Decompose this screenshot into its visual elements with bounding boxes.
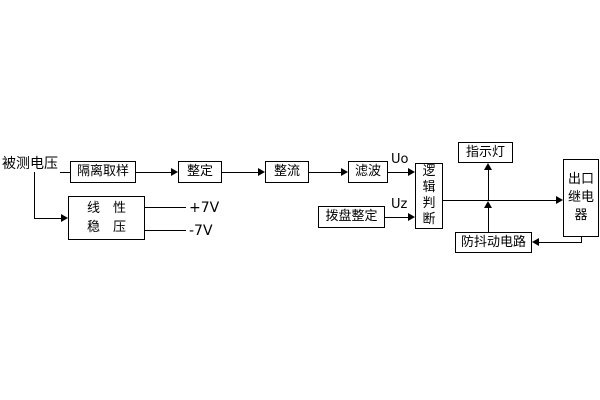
dial-setting-box: 拨盘整定 — [318, 206, 385, 228]
arrowhead-antijitter-to-junction-icon — [484, 201, 492, 208]
linear-regulator-label-line2: 稳 压 — [86, 220, 126, 235]
setting-box: 整定 — [178, 161, 222, 183]
arrowhead-into-relay-icon — [556, 196, 563, 204]
line-regulator-minus-output — [145, 230, 186, 231]
line-isolation-to-setting — [136, 172, 172, 173]
arrowhead-into-indicator-icon — [484, 163, 492, 170]
rectifier-box: 整流 — [265, 161, 309, 183]
line-rectifier-to-filter — [309, 172, 342, 173]
isolation-sampling-box: 隔离取样 — [70, 161, 136, 183]
line-relay-down — [581, 237, 582, 243]
arrowhead-into-rectifier-icon — [258, 168, 265, 176]
logic-judgment-box: 逻辑判断 — [415, 163, 443, 229]
line-logic-to-relay — [443, 200, 557, 201]
uo-signal-label: Uo — [391, 152, 409, 167]
line-regulator-plus-output — [145, 207, 186, 208]
indicator-light-box: 指示灯 — [458, 142, 513, 163]
arrowhead-into-antijitter-icon — [532, 238, 539, 246]
output-relay-box: 出口继电器 — [563, 159, 599, 237]
measured-voltage-label: 被测电压 — [2, 156, 58, 172]
line-source-branch-down — [34, 172, 35, 218]
linear-regulator-label-line1: 线 性 — [86, 201, 126, 216]
line-source-to-isolation — [60, 172, 70, 173]
plus7v-label: +7V — [189, 200, 220, 216]
minus7v-label: -7V — [189, 223, 213, 239]
arrowhead-into-regulator-icon — [61, 214, 68, 222]
arrowhead-into-setting-icon — [171, 168, 178, 176]
line-filter-to-logic — [388, 172, 409, 173]
line-relay-to-antijitter — [539, 242, 582, 243]
line-branch-to-regulator — [34, 218, 61, 219]
linear-regulator-box: 线 性 稳 压 — [68, 196, 145, 240]
line-dial-to-logic — [385, 217, 409, 218]
anti-jitter-box: 防抖动电路 — [455, 232, 532, 253]
filter-box: 滤波 — [348, 161, 388, 183]
arrowhead-uz-into-logic-icon — [408, 213, 415, 221]
arrowhead-into-filter-icon — [341, 168, 348, 176]
arrowhead-uo-into-logic-icon — [408, 168, 415, 176]
line-antijitter-to-junction — [488, 206, 489, 232]
line-setting-to-rectifier — [222, 172, 259, 173]
line-junction-to-indicator — [488, 169, 489, 200]
uz-signal-label: Uz — [391, 197, 408, 212]
